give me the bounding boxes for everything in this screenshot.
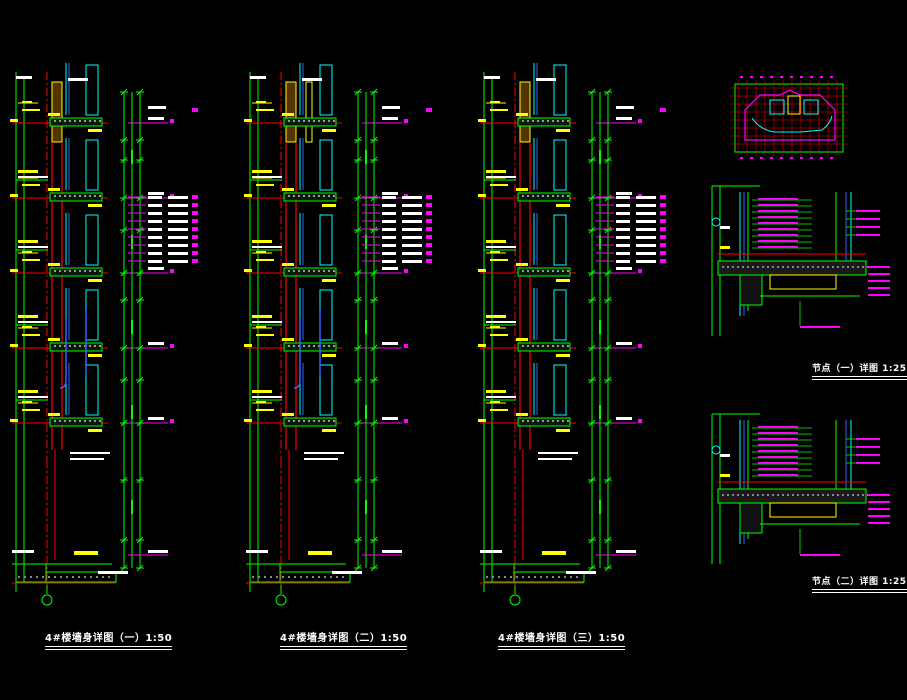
section-title-3-text: 4#楼墙身详图（三）1:50 [498,633,626,644]
key-plan-thumbnail [730,76,848,159]
wall-section-detail-2 [244,63,432,606]
section-title-2-text: 4#楼墙身详图（二）1:50 [280,633,408,644]
node-title-1: 节点（一）详图 1:25 [812,361,907,380]
node-detail-1 [711,185,890,336]
node-title-2: 节点（二）详图 1:25 [812,574,907,593]
node-detail-2 [711,413,890,564]
node-title-1-text: 节点（一）详图 1:25 [812,364,907,374]
section-title-3: 4#楼墙身详图（三）1:50 [498,629,626,650]
section-title-2: 4#楼墙身详图（二）1:50 [280,629,408,650]
section-title-1-text: 4#楼墙身详图（一）1:50 [45,633,173,644]
node-title-2-text: 节点（二）详图 1:25 [812,577,907,587]
wall-section-detail-3 [478,63,666,606]
section-title-1: 4#楼墙身详图（一）1:50 [45,629,173,650]
wall-section-detail-1 [10,63,198,606]
